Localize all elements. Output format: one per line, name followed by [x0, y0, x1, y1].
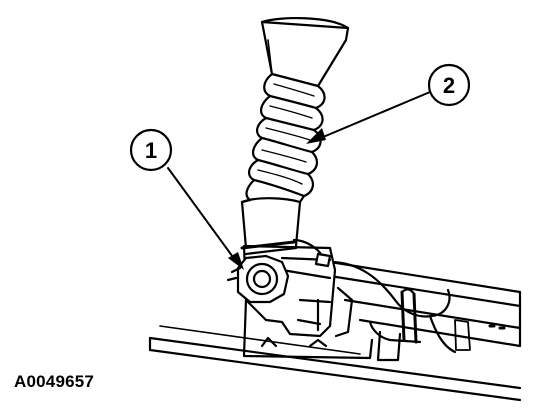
frame-rail — [148, 325, 522, 402]
steering-gear-mounting-bolt — [226, 254, 290, 304]
bellows-boot — [240, 16, 350, 250]
arrowhead-2 — [306, 128, 326, 144]
arrowhead-1 — [228, 252, 244, 270]
figure-id: A0049657 — [14, 372, 95, 391]
rack-housing — [328, 260, 522, 362]
callout-2-label: 2 — [443, 73, 455, 98]
callout-1-label: 1 — [145, 138, 157, 163]
leader-line-1 — [167, 167, 239, 265]
callout-1: 1 — [129, 128, 173, 172]
callout-2: 2 — [427, 63, 471, 107]
leader-line-2 — [315, 91, 431, 141]
